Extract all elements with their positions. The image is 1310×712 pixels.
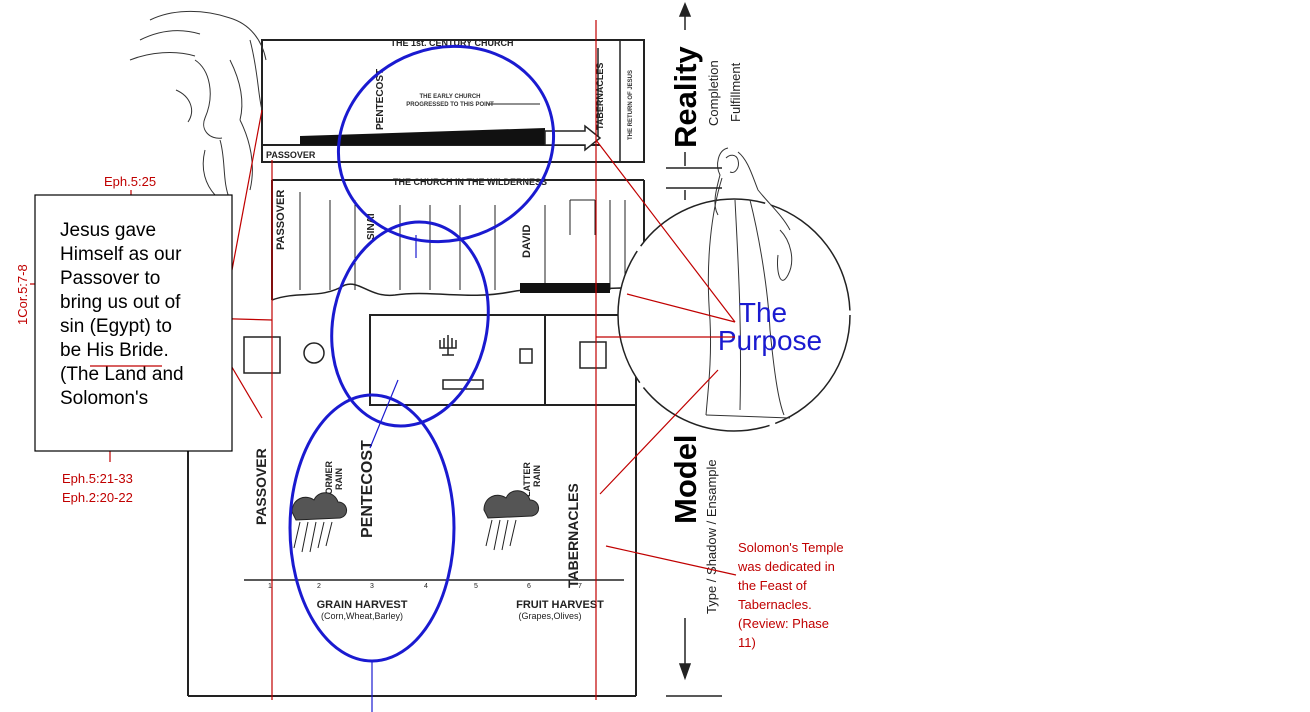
blue-pointers	[369, 235, 417, 712]
eph525-ref: Eph.5:25	[104, 174, 156, 189]
passover-mid-label: PASSOVER	[275, 190, 287, 250]
textbox-line-8: Solomon's	[60, 388, 148, 409]
eph220-ref: Eph.2:20-22	[62, 490, 133, 505]
temple-note-2: was dedicated in	[737, 559, 835, 574]
textbox-line-7: (The Land and	[60, 364, 184, 385]
church-progress-bar	[300, 128, 545, 145]
textbox-line-4: bring us out of	[60, 292, 181, 313]
svg-text:3: 3	[370, 583, 374, 590]
temple-note-1: Solomon's Temple	[738, 540, 844, 555]
grain-harvest-label: GRAIN HARVEST	[317, 599, 408, 611]
tabernacles-top-label: TABERNACLES	[595, 63, 605, 130]
textbox-line-6: be His Bride.	[60, 340, 169, 361]
reality-label: Reality	[668, 46, 703, 148]
latter-rain-label-2: RAIN	[532, 465, 542, 487]
textbox-lines: Jesus gave Himself as our Passover to br…	[60, 220, 184, 409]
fruit-harvest-label: FRUIT HARVEST	[516, 599, 604, 611]
purpose-circle	[617, 198, 851, 432]
textbox-line-1: Jesus gave	[60, 220, 156, 241]
blue-ellipse-middle	[330, 220, 490, 428]
blue-highlights	[288, 44, 556, 663]
grain-harvest-sub: (Corn,Wheat,Barley)	[321, 611, 403, 621]
eph521-ref: Eph.5:21-33	[62, 471, 133, 486]
former-rain-label-1: FORMER	[324, 461, 334, 500]
former-rain-label-2: RAIN	[334, 468, 344, 490]
scale-arrow	[666, 2, 722, 697]
svg-text:6: 6	[527, 583, 531, 590]
early-church-label-2: PROGRESSED TO THIS POINT	[406, 102, 494, 108]
passover-low-label: PASSOVER	[253, 448, 269, 525]
temple-note-5: (Review: Phase	[738, 616, 829, 631]
century-church-label: THE 1st. CENTURY CHURCH	[390, 38, 513, 48]
bride-figure-icon	[705, 147, 793, 419]
latter-rain-label-1: LATTER	[522, 462, 532, 497]
textbox-line-3: Passover to	[60, 268, 160, 289]
early-church-label-1: THE EARLY CHURCH	[419, 94, 480, 100]
rain-cloud-icon	[291, 492, 347, 553]
wilderness-label: THE CHURCH IN THE WILDERNESS	[393, 177, 547, 187]
svg-text:1: 1	[268, 583, 272, 590]
portrait-sketch-icon	[129, 11, 267, 201]
temple-note-3: the Feast of	[738, 578, 807, 593]
textbox-line-2: Himself as our	[60, 244, 182, 265]
model-label: Model	[668, 434, 703, 524]
passover-top-label: PASSOVER	[266, 150, 316, 160]
blue-ellipse-top	[336, 44, 556, 244]
pentecost-low-label: PENTECOST	[359, 440, 376, 538]
completion-label: Completion	[706, 60, 721, 126]
tabernacles-low-label: TABERNACLES	[565, 483, 581, 588]
fulfillment-label: Fulfillment	[728, 62, 743, 122]
red-annotation-lines	[30, 20, 737, 700]
svg-text:4: 4	[424, 583, 428, 590]
fruit-harvest-sub: (Grapes,Olives)	[518, 611, 581, 621]
pentecost-top-label: PENTECOST	[375, 69, 386, 130]
bride-textbox	[34, 194, 233, 452]
harvest-axis-ticks: 1 2 3 4 5 6 7	[268, 583, 582, 590]
rain-cloud-icon-2	[483, 490, 539, 551]
svg-text:7: 7	[578, 583, 582, 590]
sinai-label: SINAI	[366, 213, 377, 240]
temple-note-4: Tabernacles.	[738, 597, 812, 612]
temple-note: Solomon's Temple was dedicated in the Fe…	[737, 540, 844, 650]
temple-note-6: 11)	[738, 635, 756, 650]
wilderness-timeline-bar	[520, 283, 610, 293]
return-of-jesus-label: THE RETURN OF JESUS	[628, 70, 634, 140]
svg-text:2: 2	[317, 583, 321, 590]
svg-text:5: 5	[474, 583, 478, 590]
cor-ref: 1Cor.5:7-8	[15, 264, 30, 325]
the-label: The	[739, 297, 787, 328]
textbox-line-5: sin (Egypt) to	[60, 316, 172, 337]
purpose-label: Purpose	[718, 325, 822, 356]
david-label: DAVID	[521, 225, 533, 258]
type-shadow-label: Type / Shadow / Ensample	[704, 459, 719, 614]
